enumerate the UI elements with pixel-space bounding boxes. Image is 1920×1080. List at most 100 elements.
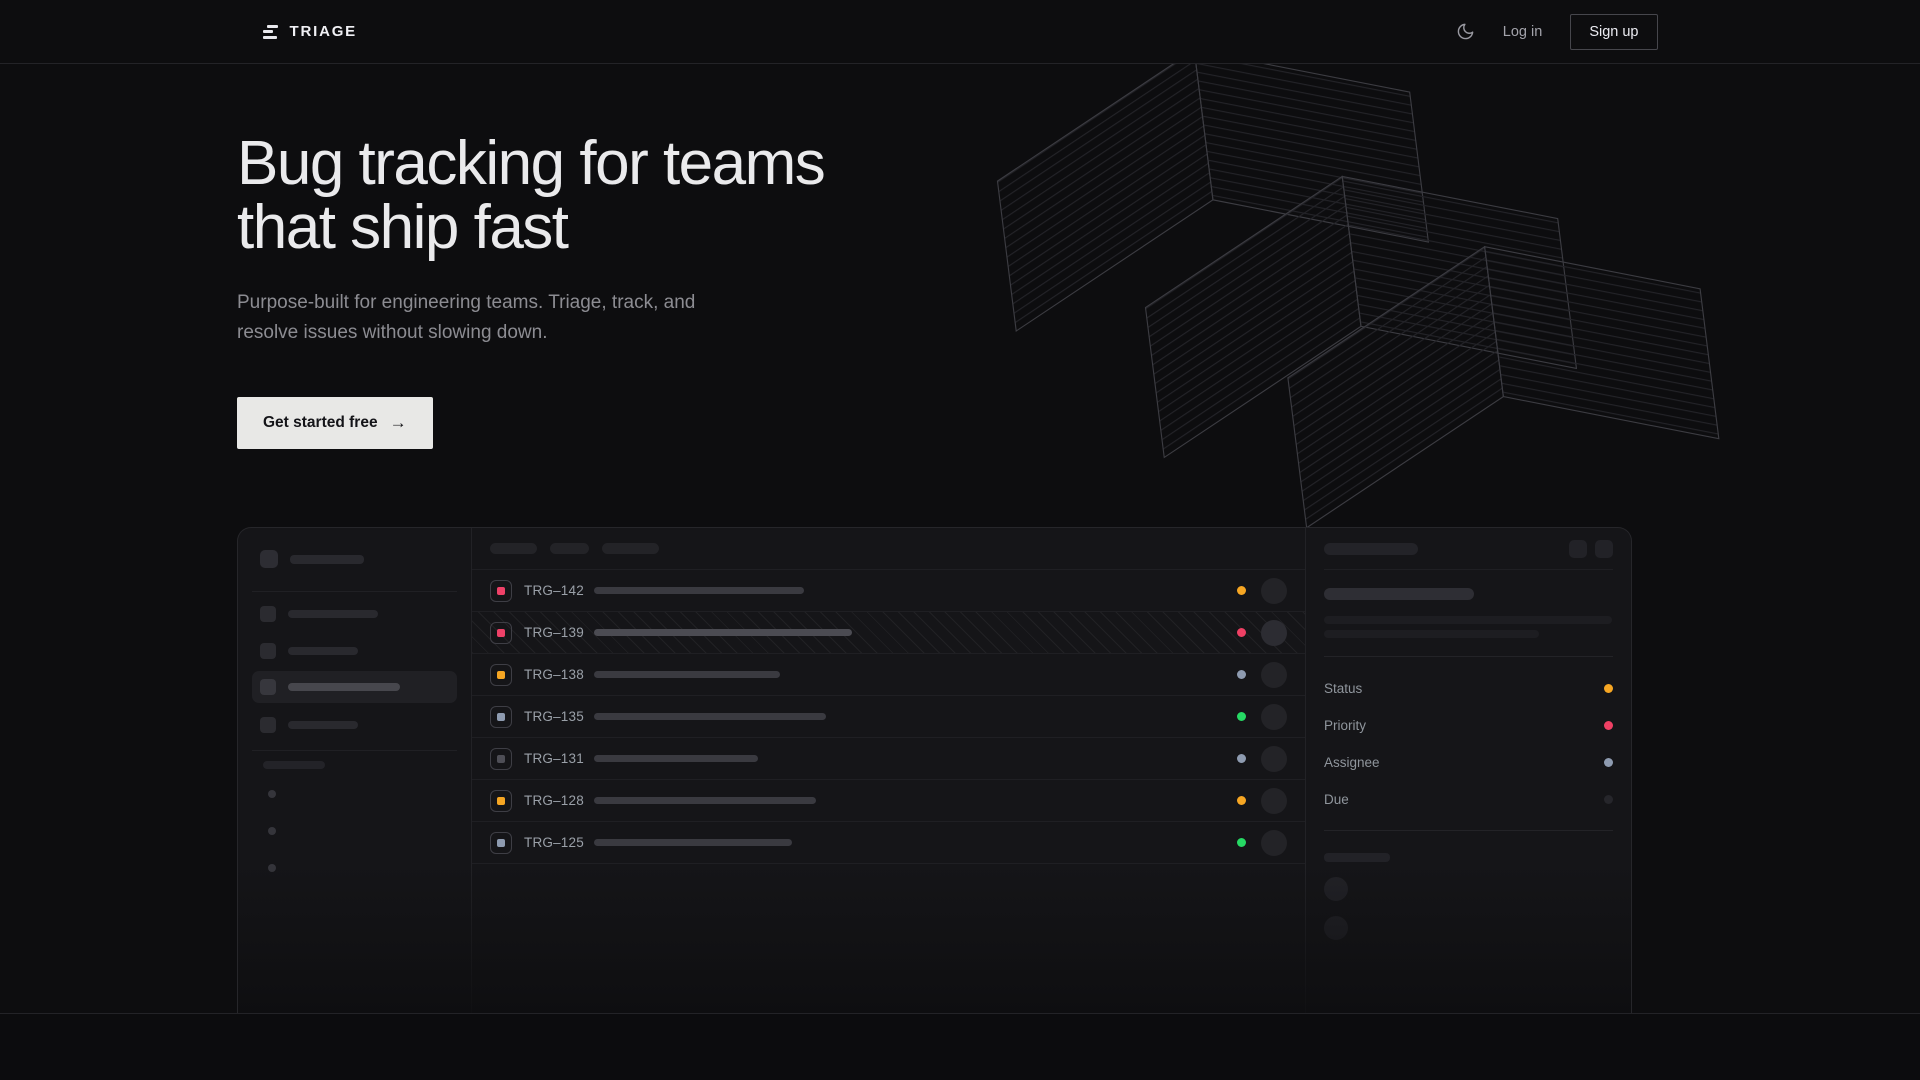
issue-id: TRG–131 bbox=[524, 751, 584, 766]
issue-row: TRG–125 bbox=[472, 822, 1305, 864]
workspace-icon bbox=[260, 550, 278, 568]
skeleton-bar bbox=[288, 721, 358, 729]
issue-row: TRG–128 bbox=[472, 780, 1305, 822]
mockup-sidebar bbox=[238, 528, 471, 1013]
assignee-avatar bbox=[1261, 787, 1287, 814]
issue-id: TRG–142 bbox=[524, 583, 584, 598]
issue-row: TRG–135 bbox=[472, 696, 1305, 738]
panel-action-button bbox=[1595, 539, 1613, 558]
get-started-button[interactable]: Get started free → bbox=[237, 397, 433, 449]
skeleton-tab bbox=[490, 543, 537, 554]
field-label: Due bbox=[1324, 792, 1349, 807]
assignee-avatar bbox=[1261, 661, 1287, 688]
activity-avatar bbox=[1324, 916, 1348, 940]
skeleton-title-bar bbox=[594, 587, 804, 594]
skeleton-issue-title bbox=[1324, 588, 1474, 600]
list-bullet-dot bbox=[268, 864, 276, 872]
hero-section: Bug tracking for teams that ship fast Pu… bbox=[0, 64, 1920, 1013]
assignee-value-dot bbox=[1604, 758, 1613, 767]
skeleton-tab bbox=[602, 543, 659, 554]
issue-row: TRG–131 bbox=[472, 738, 1305, 780]
skeleton-bar bbox=[288, 647, 358, 655]
field-label: Status bbox=[1324, 681, 1363, 696]
sidebar-nav-item bbox=[252, 598, 457, 630]
status-dot bbox=[1237, 754, 1246, 763]
nav-item-icon bbox=[260, 606, 276, 622]
login-link[interactable]: Log in bbox=[1502, 23, 1543, 40]
sidebar-nav-item bbox=[252, 635, 457, 667]
status-dot bbox=[1237, 712, 1246, 721]
app-mockup-card: TRG–142 TRG–139 TRG–138 bbox=[237, 527, 1632, 1013]
sidebar-nav-item bbox=[252, 709, 457, 741]
assignee-avatar bbox=[1261, 619, 1287, 646]
mockup-issue-list: TRG–142 TRG–139 TRG–138 bbox=[471, 528, 1306, 1013]
divider bbox=[252, 750, 457, 751]
priority-icon bbox=[490, 663, 512, 686]
skeleton-text-line bbox=[1324, 616, 1612, 624]
skeleton-section-label bbox=[263, 761, 325, 769]
skeleton-title-bar bbox=[594, 839, 792, 846]
due-value-dot bbox=[1604, 795, 1613, 804]
section-divider bbox=[0, 1013, 1920, 1014]
priority-icon bbox=[490, 621, 512, 644]
brand-logo[interactable]: TRIAGE bbox=[262, 23, 357, 40]
issue-id: TRG–139 bbox=[524, 625, 584, 640]
issue-id: TRG–125 bbox=[524, 835, 584, 850]
status-dot bbox=[1237, 586, 1246, 595]
signup-button[interactable]: Sign up bbox=[1570, 13, 1658, 50]
skeleton-title-bar bbox=[594, 671, 780, 678]
skeleton-title-bar bbox=[594, 629, 852, 636]
list-bullet-dot bbox=[268, 827, 276, 835]
skeleton-tab bbox=[550, 543, 589, 554]
status-dot bbox=[1237, 838, 1246, 847]
field-label: Assignee bbox=[1324, 755, 1380, 770]
field-row-status: Status bbox=[1324, 670, 1613, 707]
assignee-avatar bbox=[1261, 745, 1287, 772]
assignee-avatar bbox=[1261, 829, 1287, 856]
issue-id: TRG–138 bbox=[524, 667, 584, 682]
mockup-detail-panel: Status Priority Assignee Due bbox=[1306, 528, 1631, 1013]
field-row-priority: Priority bbox=[1324, 707, 1613, 744]
brand-name: TRIAGE bbox=[289, 23, 357, 40]
field-row-assignee: Assignee bbox=[1324, 744, 1613, 781]
arrow-right-icon: → bbox=[389, 413, 407, 432]
triage-logo-icon bbox=[262, 24, 278, 39]
divider bbox=[1324, 656, 1613, 657]
nav-item-icon bbox=[260, 679, 276, 695]
skeleton-bar bbox=[288, 610, 378, 618]
skeleton-bar bbox=[290, 555, 364, 564]
theme-toggle-button[interactable] bbox=[1456, 22, 1475, 41]
nav-item-icon bbox=[260, 643, 276, 659]
status-dot bbox=[1237, 670, 1246, 679]
issue-row-selected: TRG–139 bbox=[472, 612, 1305, 654]
assignee-avatar bbox=[1261, 703, 1287, 730]
priority-icon bbox=[490, 705, 512, 728]
issue-id: TRG–135 bbox=[524, 709, 584, 724]
cta-label: Get started free bbox=[263, 414, 378, 431]
status-dot bbox=[1237, 796, 1246, 805]
skeleton-title-bar bbox=[594, 755, 758, 762]
skeleton-section-label bbox=[1324, 853, 1390, 862]
detail-panel-header bbox=[1324, 528, 1613, 570]
priority-icon bbox=[490, 789, 512, 812]
skeleton-text-line bbox=[1324, 630, 1539, 638]
issue-row: TRG–142 bbox=[472, 570, 1305, 612]
status-dot bbox=[1237, 628, 1246, 637]
assignee-avatar bbox=[1261, 577, 1287, 604]
field-label: Priority bbox=[1324, 718, 1367, 733]
skeleton-title-bar bbox=[594, 713, 826, 720]
list-header-tabs bbox=[472, 528, 1305, 570]
priority-icon bbox=[490, 831, 512, 854]
issue-id: TRG–128 bbox=[524, 793, 584, 808]
divider bbox=[252, 591, 457, 592]
detail-fields: Status Priority Assignee Due bbox=[1324, 670, 1613, 818]
list-bullet-dot bbox=[268, 790, 276, 798]
hero-subtitle: Purpose-built for engineering teams. Tri… bbox=[237, 292, 696, 343]
field-row-due: Due bbox=[1324, 781, 1613, 818]
divider bbox=[1324, 830, 1613, 831]
moon-icon bbox=[1457, 23, 1474, 40]
activity-avatar bbox=[1324, 877, 1348, 901]
issue-row: TRG–138 bbox=[472, 654, 1305, 696]
top-navbar: TRIAGE Log in Sign up bbox=[0, 0, 1920, 64]
priority-icon bbox=[490, 579, 512, 602]
